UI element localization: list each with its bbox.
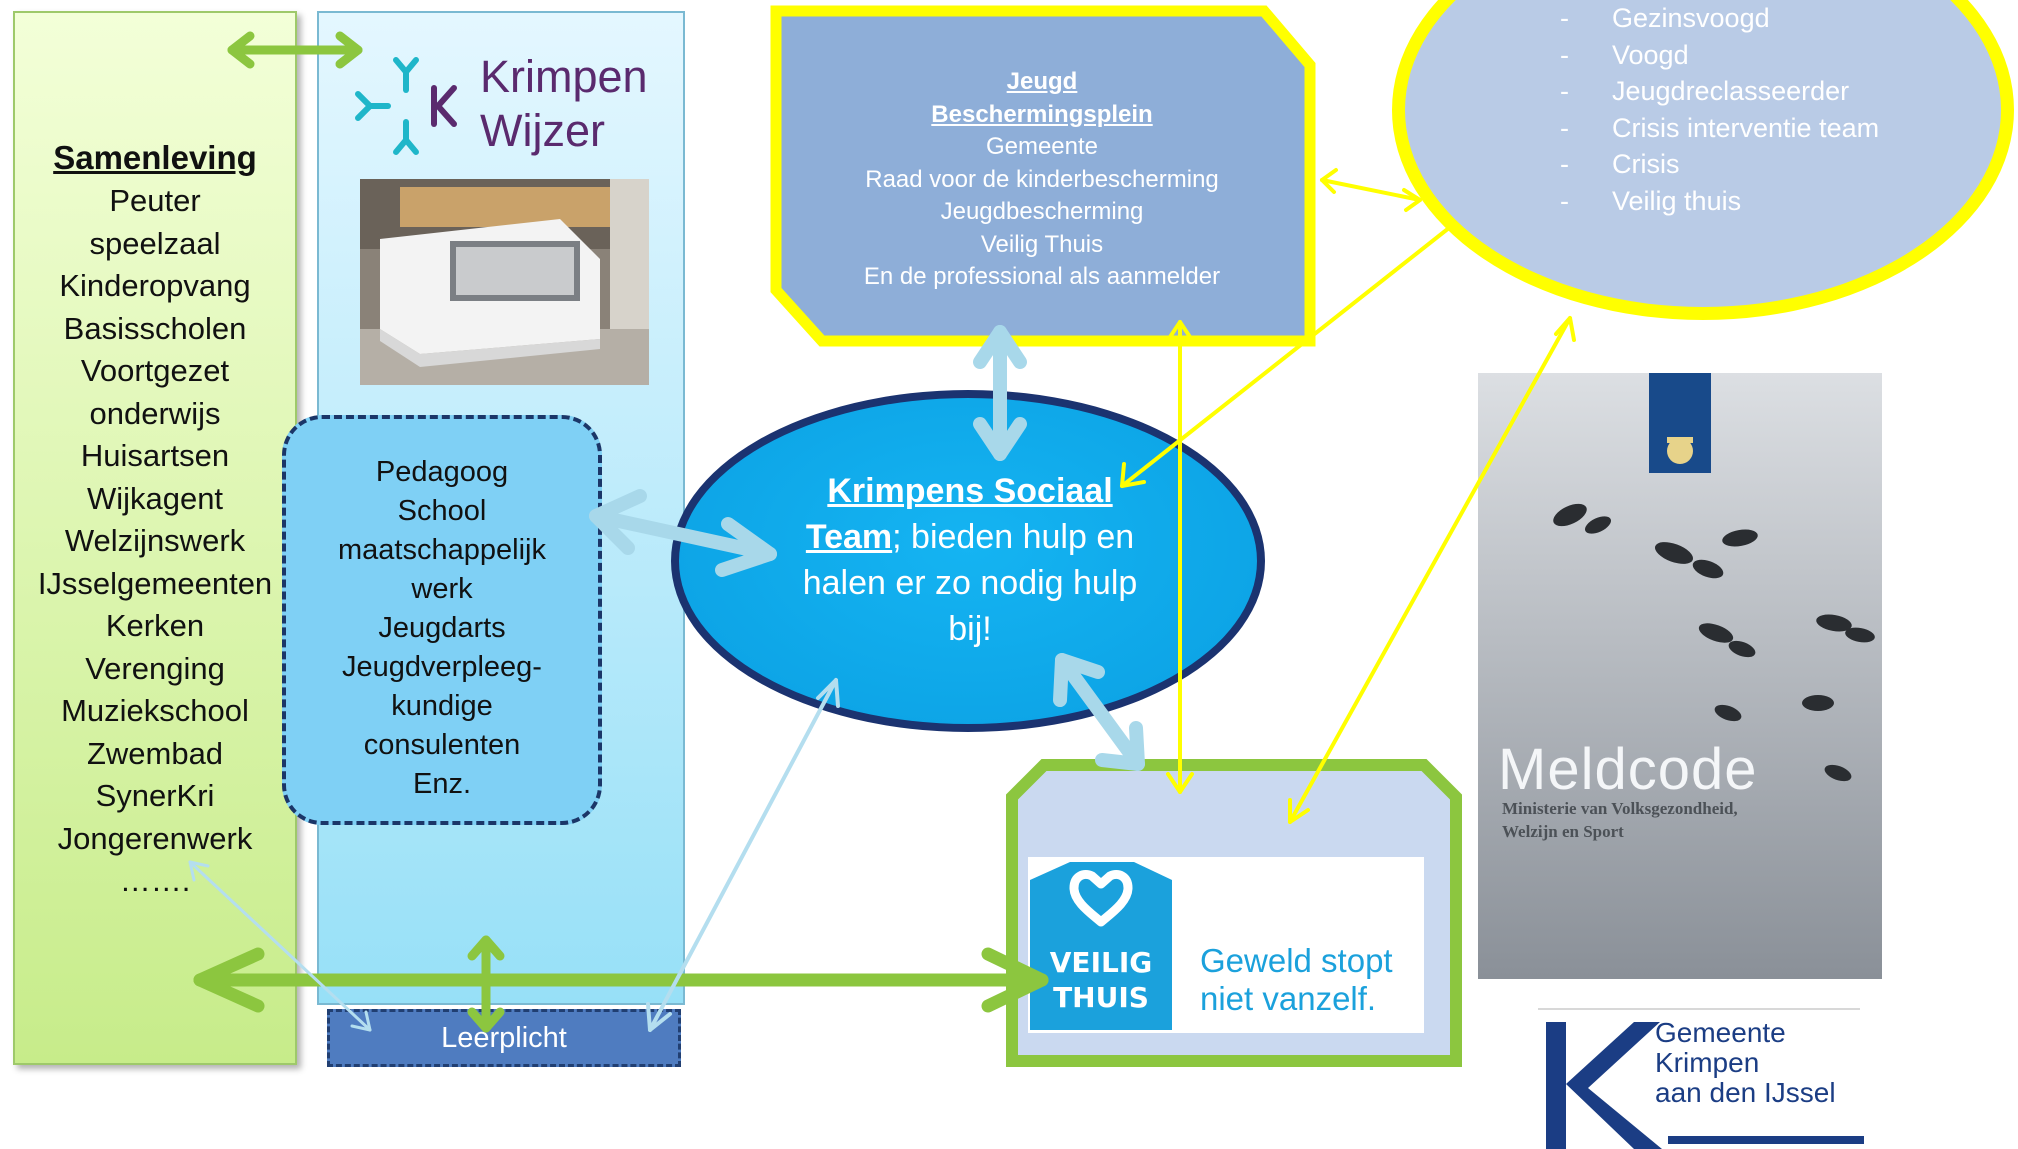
pedagoog-item: Pedagoog xyxy=(375,456,509,488)
samenleving-item: onderwijs xyxy=(89,395,221,431)
jeugd-beschermingsplein-heading-line2: Beschermingsplein xyxy=(931,100,1153,128)
gemeente-line3: aan den IJssel xyxy=(1655,1077,1836,1108)
veilig-thuis-badge-line2: THUIS xyxy=(1053,981,1149,1014)
samenleving-item: Peuter xyxy=(109,183,201,218)
jeugd-beschermingsplein-text: Jeugd Beschermingsplein Gemeente Raad vo… xyxy=(780,66,1304,294)
meldcode-subtitle-line2: Welzijn en Sport xyxy=(1502,822,1624,841)
krimpen-wijzer-name-line2: Wijzer xyxy=(480,105,605,156)
professionals-list-item: -Gezinsvoogd xyxy=(1560,3,1770,33)
jeugd-beschermingsplein-heading-line1: Jeugd xyxy=(1006,68,1078,95)
crest-icon xyxy=(1667,437,1693,464)
samenleving-item: Welzijnswerk xyxy=(64,523,246,558)
professionals-list: -Gezinsvoogd -Voogd -Jeugdreclasseerder … xyxy=(1560,0,1879,219)
sociaal-team-line3: halen er zo nodig hulp xyxy=(802,564,1138,602)
samenleving-item: Basisscholen xyxy=(63,310,247,346)
gemeente-name: Gemeente Krimpen aan den IJssel xyxy=(1655,1018,1836,1108)
samenleving-item: Voortgezet xyxy=(80,353,230,388)
jeugd-beschermingsplein-item: Gemeente xyxy=(985,133,1099,160)
gemeente-logo-icon xyxy=(1538,1008,1864,1149)
krimpen-wijzer-name: Krimpen Wijzer xyxy=(480,50,648,158)
pedagoog-item: maatschappelijk xyxy=(338,534,546,566)
pedagoog-item: Jeugdverpleeg- xyxy=(342,651,542,683)
pedagoog-item: consulenten xyxy=(363,729,521,761)
sociaal-team-line4: bij! xyxy=(948,610,992,648)
professionals-list-item: -Veilig thuis xyxy=(1560,185,1742,216)
meldcode-subtitle-line1: Ministerie van Volksgezondheid, xyxy=(1502,799,1738,818)
meldcode-title: Meldcode xyxy=(1498,737,1758,802)
veilig-thuis-badge: VEILIG THUIS xyxy=(1030,862,1172,1030)
krimpen-wijzer-name-line1: Krimpen xyxy=(480,51,648,102)
gemeente-line1: Gemeente xyxy=(1655,1017,1786,1048)
yellow-arrow-jb-circle xyxy=(1320,168,1422,212)
meldcode-subtitle: Ministerie van Volksgezondheid, Welzijn … xyxy=(1502,797,1738,843)
sociaal-team-text: Krimpens Sociaal Team; bieden hulp en ha… xyxy=(780,468,1160,652)
kiosk-photo xyxy=(360,179,649,385)
jeugd-beschermingsplein-item: Raad voor de kinderbescherming xyxy=(865,165,1219,193)
veilig-thuis-slogan-line2: niet vanzelf. xyxy=(1200,980,1377,1017)
krimpen-wijzer-logo-icon xyxy=(355,57,457,155)
samenleving-panel: Samenleving Peuter speelzaal Kinderopvan… xyxy=(13,11,297,1065)
veilig-thuis-slogan-line1: Geweld stopt xyxy=(1200,942,1393,979)
pedagoog-item: Jeugdarts xyxy=(378,612,506,644)
jeugd-beschermingsplein-item: Jeugdbescherming xyxy=(940,198,1144,225)
pedagoog-item: Enz. xyxy=(412,768,472,800)
samenleving-item: speelzaal xyxy=(89,225,221,261)
samenleving-item: Verenging xyxy=(85,650,225,686)
professionals-list-item: -Crisis xyxy=(1560,149,1680,179)
veilig-thuis-badge-line1: VEILIG xyxy=(1050,946,1152,979)
meldcode-cover xyxy=(1478,373,1882,979)
sociaal-team-line2-rest: ; bieden hulp en xyxy=(892,518,1135,556)
sociaal-team-heading-line1: Krimpens Sociaal xyxy=(827,472,1113,510)
samenleving-item: Kerken xyxy=(105,608,205,643)
pedagoog-item: School xyxy=(397,495,487,527)
samenleving-title: Samenleving xyxy=(53,139,257,176)
samenleving-item: Huisartsen xyxy=(80,438,230,473)
professionals-list-item: -Jeugdreclasseerder xyxy=(1560,76,1850,106)
samenleving-item: Wijkagent xyxy=(86,480,224,516)
sociaal-team-heading-line2: Team xyxy=(805,518,893,556)
samenleving-item: Jongerenwerk xyxy=(57,820,253,856)
samenleving-item: Muziekschool xyxy=(61,693,249,728)
veilig-thuis-slogan: Geweld stopt niet vanzelf. xyxy=(1200,942,1393,1018)
samenleving-item: Kinderopvang xyxy=(59,268,251,303)
jeugd-beschermingsplein-item: En de professional als aanmelder xyxy=(863,263,1221,290)
leerplicht-box: Leerplicht xyxy=(327,1009,681,1067)
samenleving-item: Zwembad xyxy=(86,735,224,771)
footprints-decoration xyxy=(1553,373,1875,782)
pedagoog-item: werk xyxy=(411,573,473,605)
pedagoog-box: Pedagoog School maatschappelijk werk Jeu… xyxy=(282,415,602,825)
samenleving-item: IJsselgemeenten xyxy=(37,565,273,601)
professionals-list-item: -Crisis interventie team xyxy=(1560,112,1880,143)
gemeente-line2: Krimpen xyxy=(1655,1047,1760,1078)
pedagoog-item: kundige xyxy=(391,690,493,722)
samenleving-item: SynerKri xyxy=(95,778,215,813)
jeugd-beschermingsplein-item: Veilig Thuis xyxy=(980,230,1104,258)
samenleving-item: ……. xyxy=(119,863,191,898)
heart-icon xyxy=(1069,870,1133,927)
professionals-list-item: -Voogd xyxy=(1560,39,1689,70)
